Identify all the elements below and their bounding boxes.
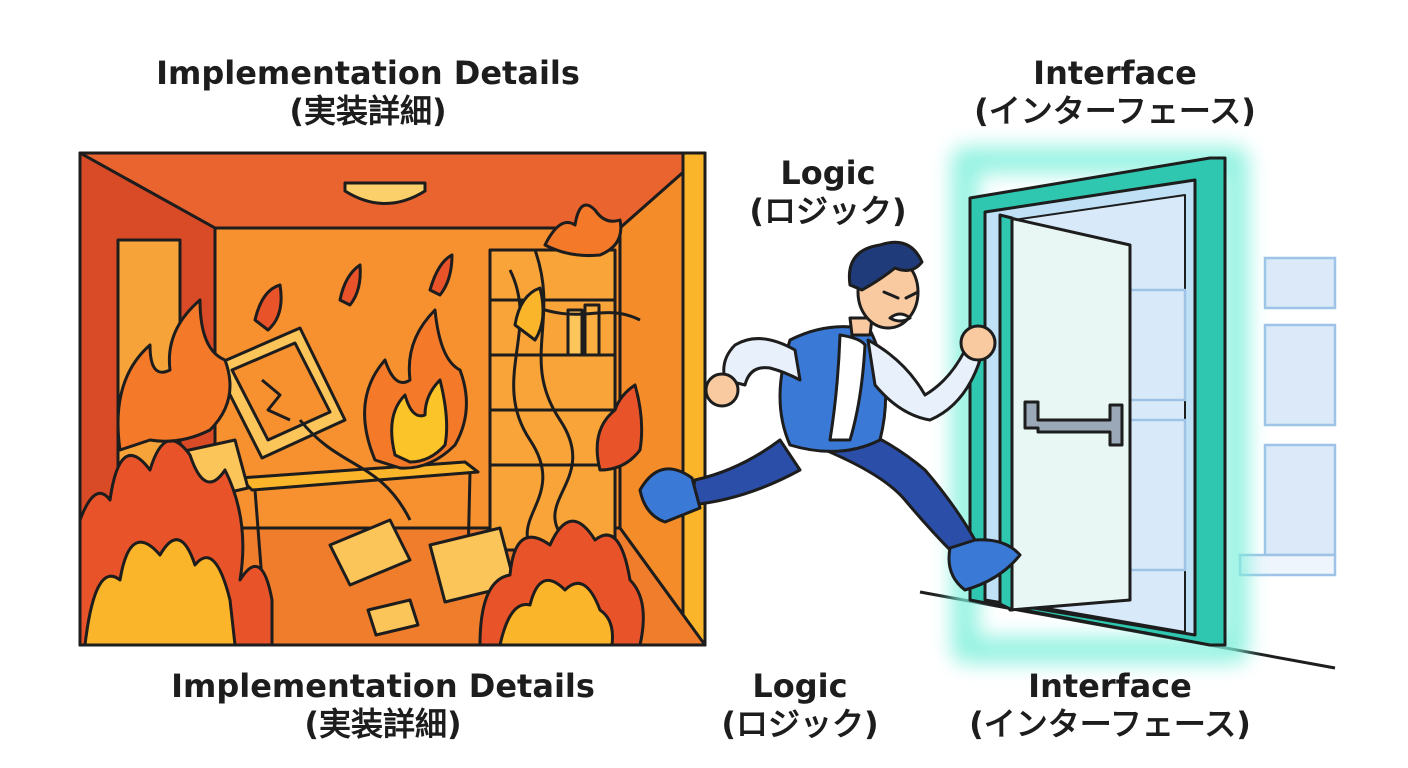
sneaker-icon	[947, 538, 1022, 592]
sneaker-icon	[638, 467, 702, 524]
top-label-implementation-details: Implementation Details (実装詳細)	[118, 54, 618, 131]
bottom-label-logic: Logic (ロジック)	[700, 667, 900, 744]
fist-icon	[704, 372, 740, 408]
box-icon	[328, 518, 412, 587]
hair	[847, 240, 924, 292]
label-english: Logic	[780, 154, 876, 192]
door-push-bar-icon	[1023, 400, 1124, 447]
label-japanese: (インターフェース)	[969, 704, 1251, 743]
label-japanese: (ロジック)	[721, 704, 879, 743]
tangled-cables	[298, 249, 641, 562]
top-label-interface: Interface (インターフェース)	[960, 54, 1270, 131]
box-icon	[366, 598, 420, 637]
label-english: Implementation Details	[156, 54, 580, 92]
hallway	[1238, 256, 1337, 577]
label-japanese: (実装詳細)	[289, 91, 447, 130]
label-japanese: (ロジック)	[749, 191, 907, 230]
angry-mouth-icon	[888, 312, 912, 323]
top-label-logic: Logic (ロジック)	[728, 154, 928, 231]
ceiling-lamp-icon	[343, 181, 427, 205]
running-man	[638, 240, 1022, 592]
broken-monitor-icon	[213, 326, 347, 460]
bottom-label-interface: Interface (インターフェース)	[955, 667, 1265, 744]
label-english: Interface	[1028, 667, 1192, 705]
burning-room	[78, 151, 707, 647]
bottom-label-implementation-details: Implementation Details (実装詳細)	[128, 667, 638, 744]
bookshelf	[488, 248, 617, 552]
fire-flames-icon	[78, 203, 645, 647]
label-english: Implementation Details	[171, 667, 595, 705]
label-japanese: (実装詳細)	[304, 704, 462, 743]
label-english: Interface	[1033, 54, 1197, 92]
fist-icon	[959, 324, 997, 362]
label-japanese: (インターフェース)	[974, 91, 1256, 130]
exit-door	[952, 147, 1248, 663]
label-english: Logic	[752, 667, 848, 705]
